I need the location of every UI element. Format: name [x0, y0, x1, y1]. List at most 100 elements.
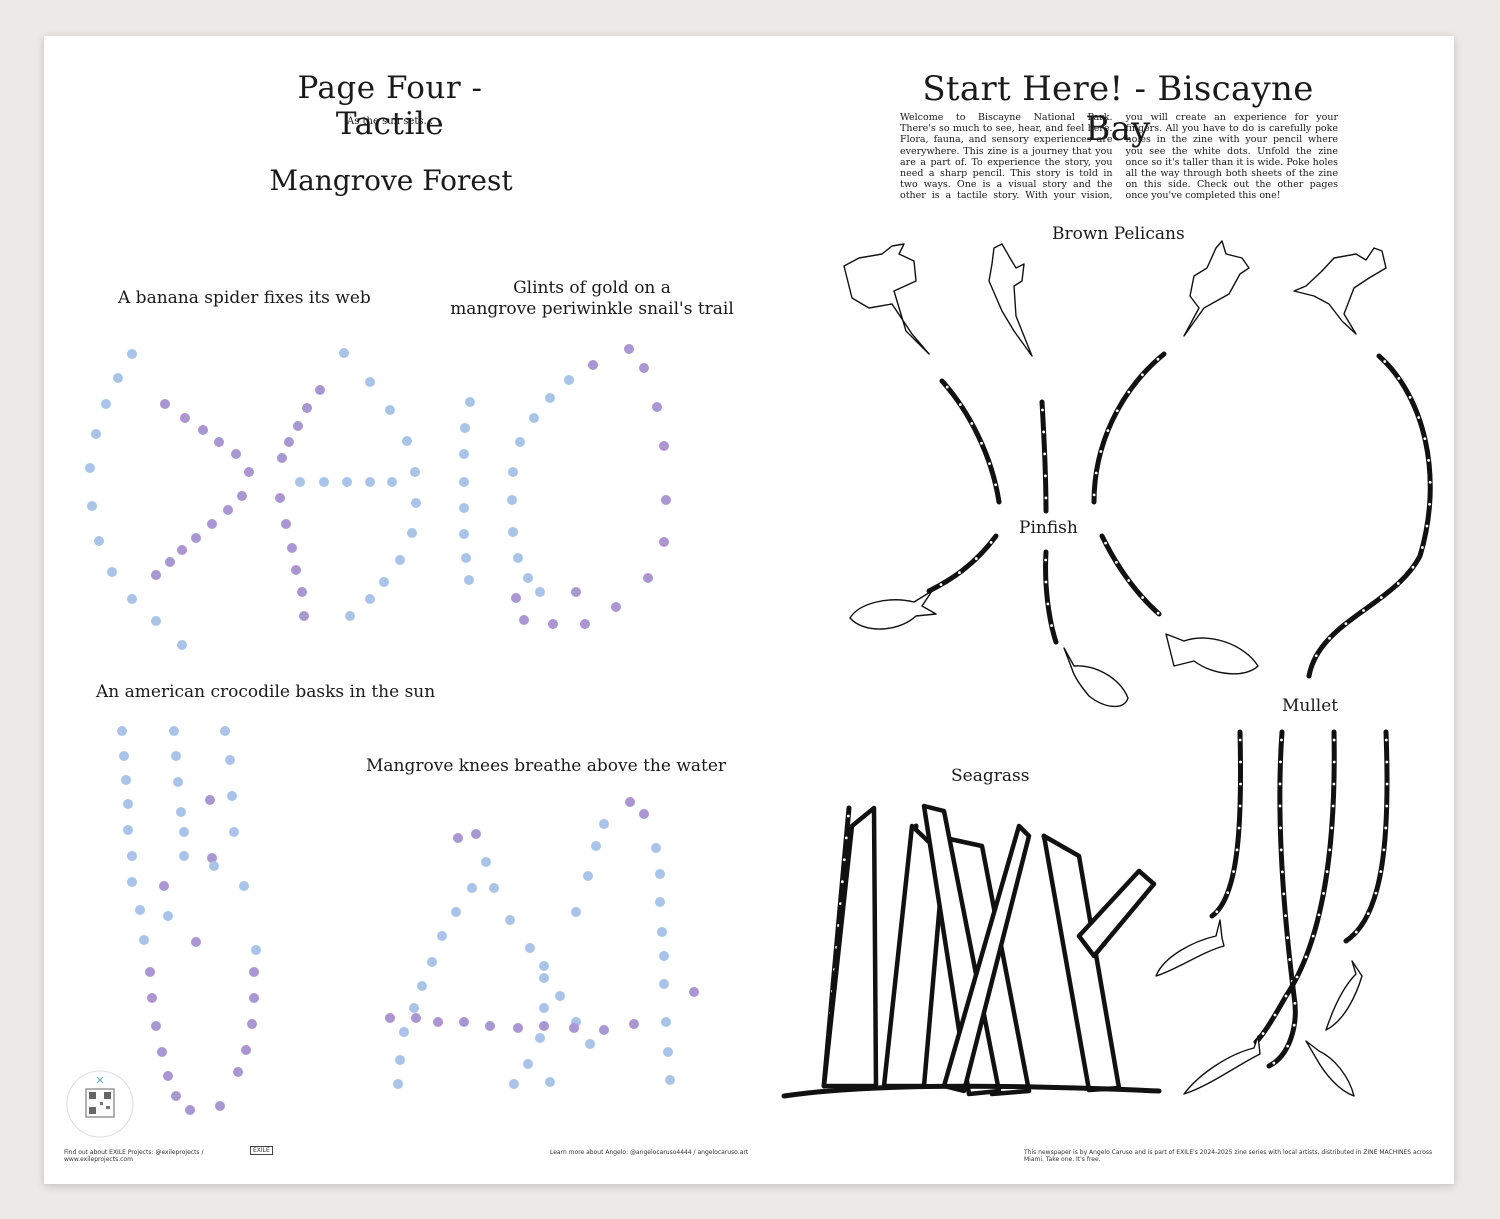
poke-hole-dot[interactable]: [1344, 622, 1348, 626]
poke-hole-dot[interactable]: [1041, 408, 1044, 412]
poke-hole-dot[interactable]: [1046, 602, 1050, 606]
poke-hole-dot[interactable]: [1304, 955, 1308, 959]
poke-hole-dot[interactable]: [1237, 826, 1241, 830]
poke-hole-dot[interactable]: [1366, 912, 1370, 916]
poke-hole-dot[interactable]: [839, 902, 842, 906]
poke-hole-dot[interactable]: [1092, 493, 1096, 497]
poke-hole-dot[interactable]: [842, 858, 846, 862]
poke-hole-dot[interactable]: [1427, 458, 1431, 462]
poke-hole-dot[interactable]: [1408, 395, 1412, 399]
poke-hole-dot[interactable]: [1420, 546, 1424, 549]
poke-hole-dot[interactable]: [970, 422, 974, 425]
poke-hole-dot[interactable]: [1273, 1013, 1277, 1017]
poke-hole-dot[interactable]: [1099, 450, 1103, 453]
poke-hole-dot[interactable]: [1428, 502, 1432, 506]
poke-hole-dot[interactable]: [1239, 782, 1242, 786]
poke-hole-dot[interactable]: [1322, 891, 1325, 895]
poke-hole-dot[interactable]: [1411, 565, 1415, 569]
poke-hole-dot[interactable]: [1396, 582, 1400, 585]
poke-hole-dot[interactable]: [1238, 804, 1242, 808]
poke-hole-dot[interactable]: [1385, 760, 1389, 764]
poke-hole-dot[interactable]: [1385, 804, 1389, 808]
poke-hole-dot[interactable]: [1425, 524, 1429, 528]
poke-hole-dot[interactable]: [1397, 377, 1401, 380]
poke-hole-dot[interactable]: [1354, 930, 1358, 934]
poke-hole-dot[interactable]: [1379, 596, 1383, 599]
poke-hole-dot[interactable]: [1278, 804, 1282, 808]
poke-hole-dot[interactable]: [1362, 609, 1365, 612]
poke-hole-dot[interactable]: [1050, 624, 1053, 627]
poke-hole-dot[interactable]: [994, 483, 998, 487]
poke-hole-dot[interactable]: [1141, 373, 1144, 377]
poke-hole-dot[interactable]: [1261, 1032, 1265, 1035]
poke-hole-dot[interactable]: [1044, 558, 1048, 562]
poke-hole-dot[interactable]: [1384, 826, 1388, 830]
poke-hole-dot[interactable]: [1314, 654, 1318, 658]
poke-hole-dot[interactable]: [1127, 579, 1131, 582]
poke-hole-dot[interactable]: [1044, 496, 1048, 500]
poke-hole-dot[interactable]: [1115, 409, 1119, 413]
poke-hole-dot[interactable]: [1423, 437, 1427, 441]
poke-hole-dot[interactable]: [1286, 936, 1289, 940]
poke-hole-dot[interactable]: [1094, 471, 1098, 475]
poke-hole-dot[interactable]: [1332, 760, 1336, 764]
poke-hole-dot[interactable]: [1374, 891, 1378, 895]
poke-hole-dot[interactable]: [1044, 580, 1048, 584]
poke-hole-dot[interactable]: [1279, 760, 1282, 764]
poke-hole-dot[interactable]: [1156, 611, 1160, 615]
poke-hole-dot[interactable]: [1317, 913, 1321, 917]
poke-hole-dot[interactable]: [1279, 826, 1282, 830]
poke-hole-dot[interactable]: [958, 571, 961, 575]
poke-hole-dot[interactable]: [846, 814, 850, 818]
poke-hole-dot[interactable]: [1379, 870, 1383, 874]
poke-hole-dot[interactable]: [1282, 892, 1286, 896]
poke-hole-dot[interactable]: [974, 557, 978, 560]
poke-hole-dot[interactable]: [840, 880, 844, 884]
poke-hole-dot[interactable]: [1043, 452, 1047, 456]
poke-hole-dot[interactable]: [1330, 826, 1334, 830]
poke-hole-dot[interactable]: [1325, 870, 1329, 874]
poke-hole-dot[interactable]: [1156, 357, 1160, 361]
poke-hole-dot[interactable]: [1332, 738, 1336, 742]
poke-hole-dot[interactable]: [1278, 782, 1282, 786]
poke-hole-dot[interactable]: [1311, 934, 1315, 938]
poke-hole-dot[interactable]: [1106, 429, 1110, 433]
poke-hole-dot[interactable]: [988, 462, 991, 466]
poke-hole-dot[interactable]: [1295, 975, 1299, 979]
poke-hole-dot[interactable]: [1383, 360, 1387, 363]
poke-hole-dot[interactable]: [1385, 782, 1389, 786]
poke-hole-dot[interactable]: [1331, 804, 1335, 808]
poke-hole-dot[interactable]: [1284, 914, 1287, 918]
poke-hole-dot[interactable]: [1226, 891, 1230, 895]
poke-hole-dot[interactable]: [1328, 848, 1332, 852]
poke-hole-dot[interactable]: [958, 403, 962, 407]
poke-hole-dot[interactable]: [1279, 848, 1283, 852]
poke-hole-dot[interactable]: [1238, 738, 1242, 742]
poke-hole-dot[interactable]: [1382, 848, 1386, 852]
poke-hole-dot[interactable]: [1239, 760, 1242, 764]
poke-hole-dot[interactable]: [1332, 782, 1336, 786]
poke-hole-dot[interactable]: [1235, 848, 1239, 852]
poke-hole-dot[interactable]: [1042, 430, 1046, 434]
poke-hole-dot[interactable]: [1284, 994, 1288, 998]
poke-hole-dot[interactable]: [1286, 1044, 1290, 1048]
poke-hole-dot[interactable]: [1215, 910, 1219, 914]
poke-hole-dot[interactable]: [980, 441, 983, 445]
poke-hole-dot[interactable]: [1104, 541, 1107, 545]
poke-hole-dot[interactable]: [1280, 738, 1283, 742]
poke-hole-dot[interactable]: [1044, 474, 1047, 478]
poke-hole-dot[interactable]: [945, 385, 949, 389]
poke-hole-dot[interactable]: [939, 583, 943, 587]
poke-hole-dot[interactable]: [1288, 958, 1292, 961]
poke-hole-dot[interactable]: [844, 836, 848, 840]
poke-hole-dot[interactable]: [1127, 390, 1131, 394]
poke-hole-dot[interactable]: [1328, 636, 1331, 640]
poke-hole-dot[interactable]: [1280, 870, 1284, 874]
poke-hole-dot[interactable]: [1141, 596, 1145, 599]
poke-hole-dot[interactable]: [1115, 560, 1118, 564]
poke-hole-dot[interactable]: [1232, 870, 1235, 873]
poke-hole-dot[interactable]: [1272, 1061, 1276, 1065]
poke-hole-dot[interactable]: [1292, 1023, 1296, 1027]
poke-hole-dot[interactable]: [1417, 416, 1421, 419]
poke-hole-dot[interactable]: [1293, 1001, 1297, 1005]
